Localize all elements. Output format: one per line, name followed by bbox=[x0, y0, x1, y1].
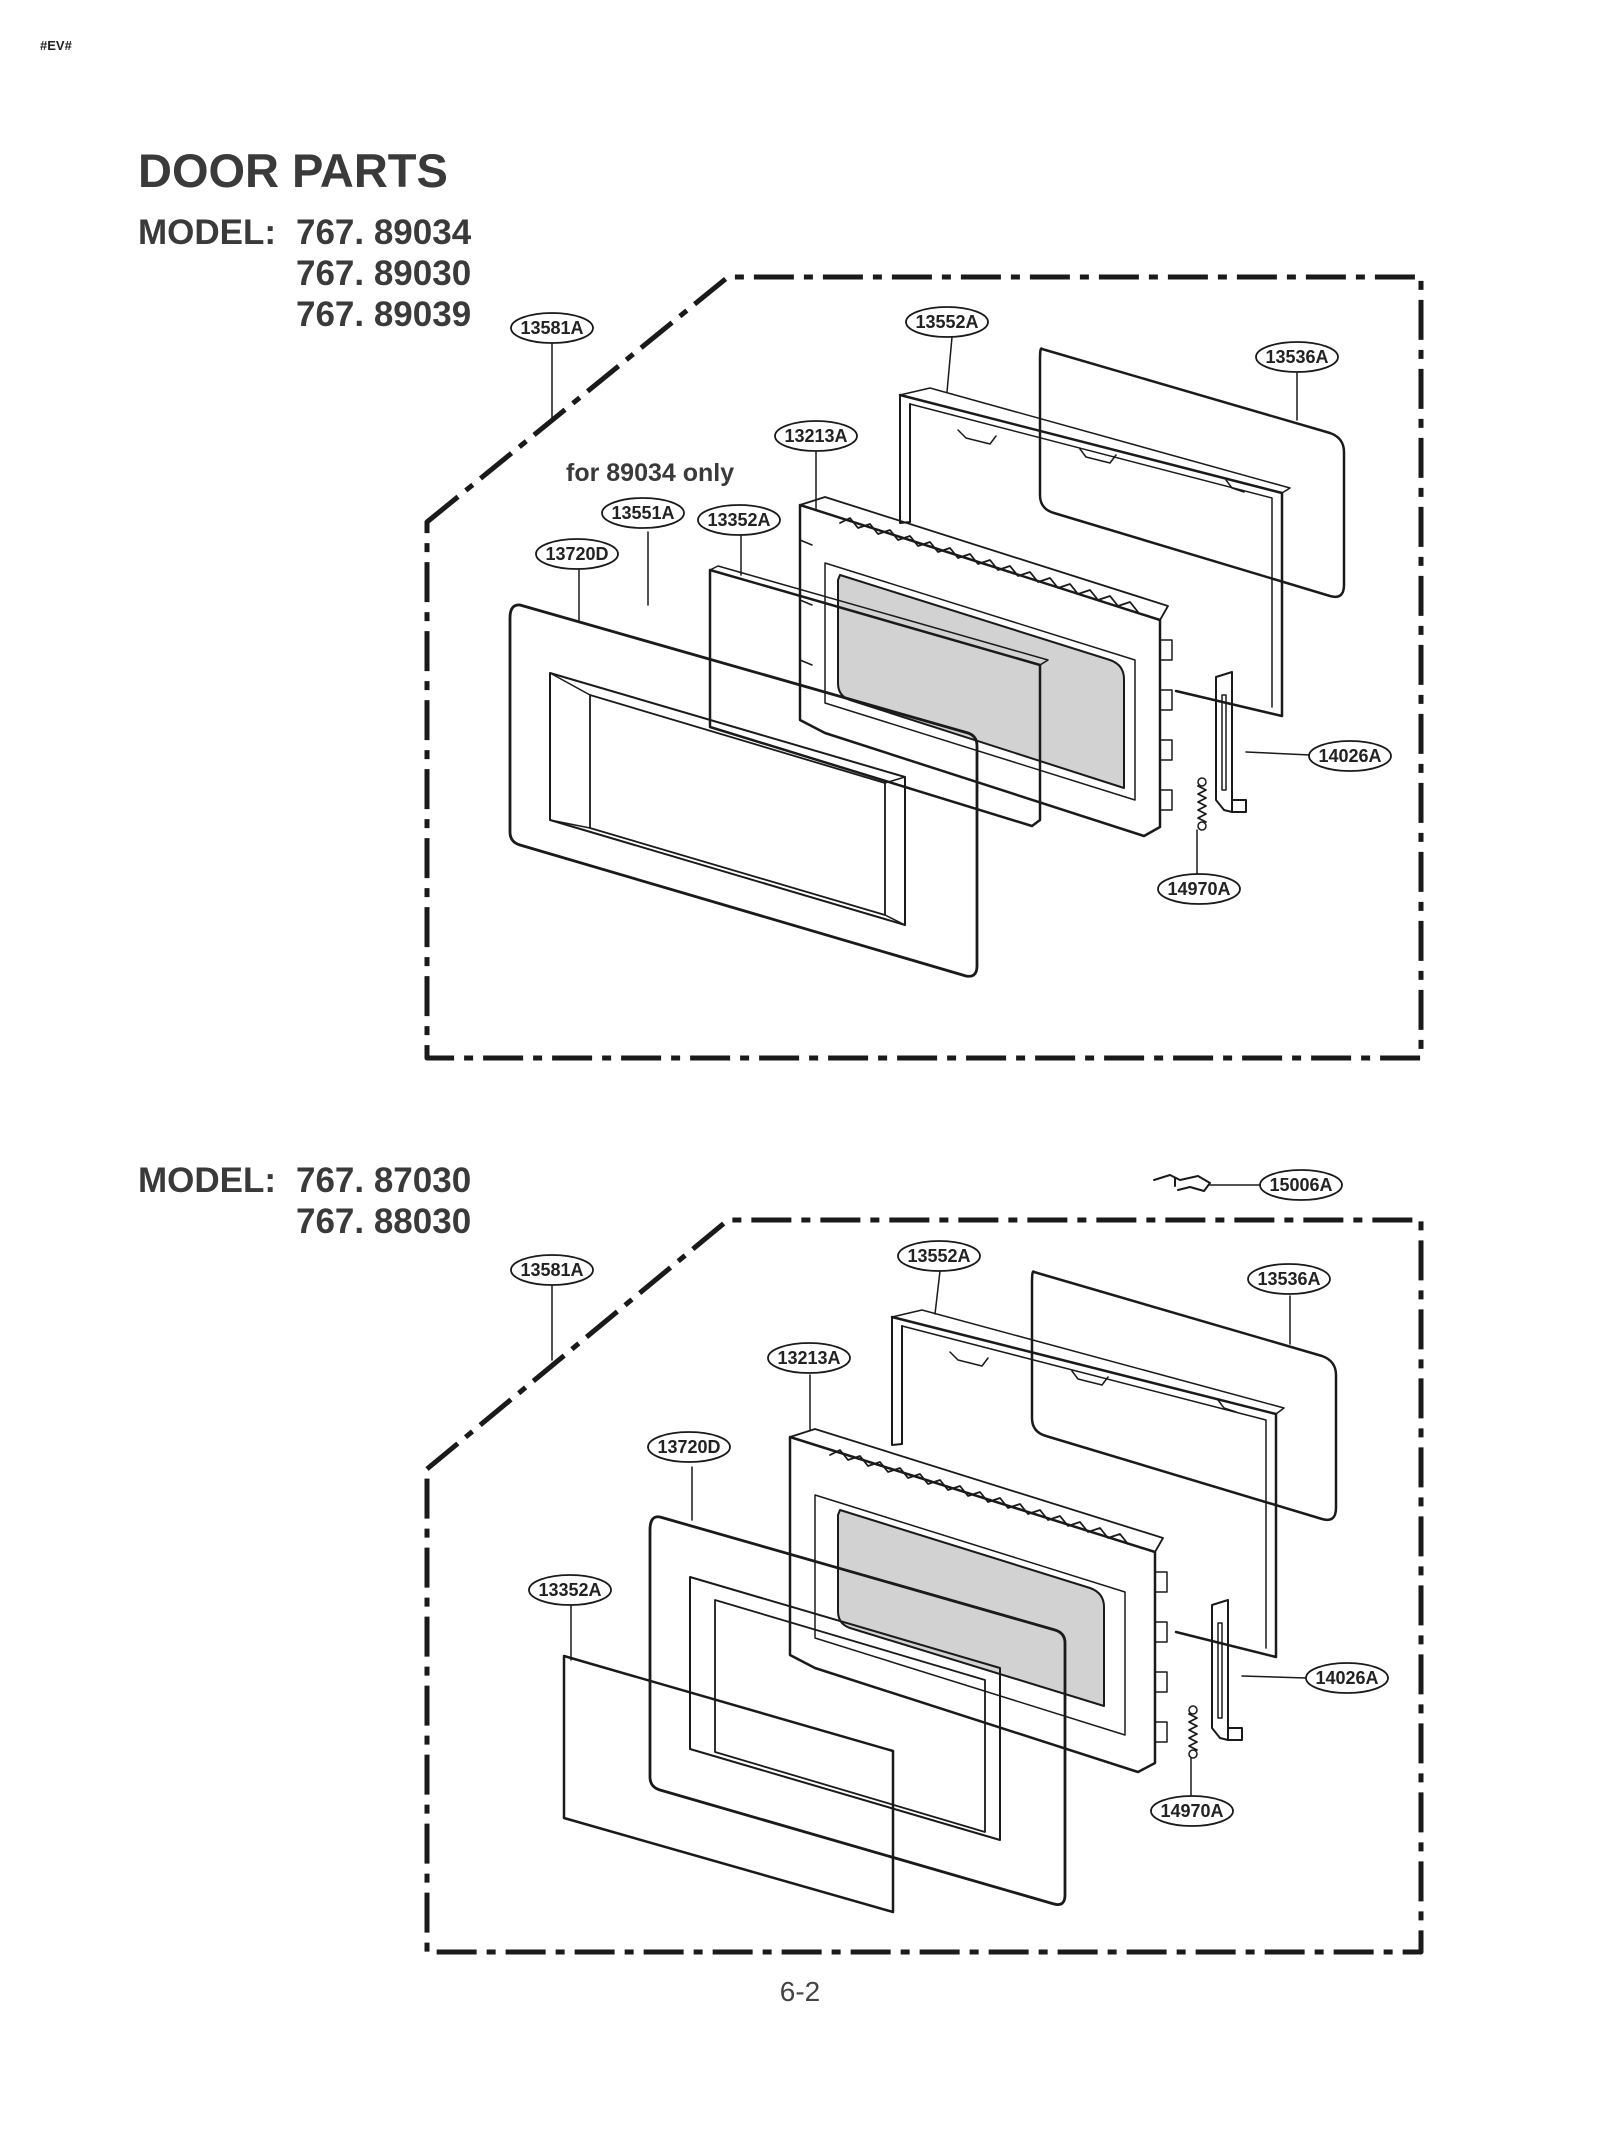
choke-frame bbox=[890, 1315, 1278, 1659]
corner-code: #EV# bbox=[40, 38, 72, 53]
clip-part bbox=[1153, 1174, 1211, 1192]
callout-13213A: 13213A bbox=[767, 1342, 851, 1374]
section2-models: MODEL: 767. 87030 767. 88030 bbox=[138, 1160, 471, 1242]
svg-text:14970A: 14970A bbox=[1160, 1801, 1223, 1821]
callout-13536A: 13536A bbox=[1255, 341, 1339, 373]
page-title: DOOR PARTS bbox=[138, 144, 448, 197]
glass-panel bbox=[1030, 1270, 1338, 1522]
callout-14970A: 14970A bbox=[1150, 1795, 1234, 1827]
assembly-boundary bbox=[424, 274, 1424, 1061]
callout-13581A: 13581A bbox=[510, 1254, 594, 1286]
model-number: 767. 87030 bbox=[296, 1161, 472, 1200]
callout-13720D: 13720D bbox=[535, 538, 619, 570]
svg-text:13352A: 13352A bbox=[538, 1580, 601, 1600]
callout-13581A: 13581A bbox=[510, 312, 594, 344]
callout-13352A: 13352A bbox=[528, 1574, 612, 1606]
svg-text:13552A: 13552A bbox=[915, 312, 978, 332]
callout-13536A: 13536A bbox=[1247, 1263, 1331, 1295]
callout-13552A: 13552A bbox=[897, 1240, 981, 1272]
svg-text:13536A: 13536A bbox=[1265, 347, 1328, 367]
model-number: 767. 88030 bbox=[296, 1202, 472, 1241]
door-frame bbox=[648, 1515, 1067, 1906]
svg-text:13352A: 13352A bbox=[707, 510, 770, 530]
model-number: 767. 89034 bbox=[296, 213, 472, 252]
model-label: MODEL: bbox=[138, 213, 277, 252]
callout-13720D: 13720D bbox=[647, 1431, 731, 1463]
door-window-mesh bbox=[837, 574, 1125, 789]
svg-text:13552A: 13552A bbox=[907, 1246, 970, 1266]
page-number: 6-2 bbox=[779, 1976, 821, 2007]
door-frame bbox=[508, 603, 979, 978]
callout-13352A: 13352A bbox=[697, 504, 781, 536]
latch-spring bbox=[1197, 785, 1207, 823]
svg-text:15006A: 15006A bbox=[1269, 1175, 1332, 1195]
svg-text:14026A: 14026A bbox=[1318, 746, 1381, 766]
svg-text:13581A: 13581A bbox=[520, 1260, 583, 1280]
svg-text:13213A: 13213A bbox=[777, 1348, 840, 1368]
callout-13213A: 13213A bbox=[774, 420, 858, 452]
svg-text:13581A: 13581A bbox=[520, 318, 583, 338]
svg-text:13536A: 13536A bbox=[1257, 1269, 1320, 1289]
svg-text:14970A: 14970A bbox=[1167, 879, 1230, 899]
flat-panel bbox=[562, 1654, 895, 1914]
choke-frame bbox=[898, 393, 1284, 718]
door-latch bbox=[1215, 671, 1247, 813]
door-latch bbox=[1211, 1599, 1243, 1741]
flat-panel bbox=[708, 568, 1042, 828]
callout-13552A: 13552A bbox=[905, 306, 989, 338]
door-window-mesh bbox=[837, 1509, 1105, 1707]
callout-14026A: 14026A bbox=[1305, 1662, 1389, 1694]
glass-panel bbox=[1038, 347, 1346, 599]
svg-text:13551A: 13551A bbox=[611, 503, 674, 523]
model-number: 767. 89039 bbox=[296, 295, 472, 334]
model-number: 767. 89030 bbox=[296, 254, 472, 293]
callout-14970A: 14970A bbox=[1157, 873, 1241, 905]
svg-text:13720D: 13720D bbox=[545, 544, 608, 564]
svg-text:14026A: 14026A bbox=[1315, 1668, 1378, 1688]
assembly-boundary bbox=[424, 1217, 1424, 1955]
callout-14026A: 14026A bbox=[1308, 740, 1392, 772]
latch-spring bbox=[1188, 1713, 1198, 1751]
section1-models: MODEL: 767. 89034 767. 89030 767. 89039 bbox=[138, 212, 471, 335]
svg-text:13213A: 13213A bbox=[784, 426, 847, 446]
model-label: MODEL: bbox=[138, 1161, 277, 1200]
callout-15006A: 15006A bbox=[1259, 1169, 1343, 1201]
model-note: for 89034 only bbox=[566, 459, 734, 487]
svg-text:13720D: 13720D bbox=[657, 1437, 720, 1457]
callout-13551A: 13551A bbox=[601, 497, 685, 529]
